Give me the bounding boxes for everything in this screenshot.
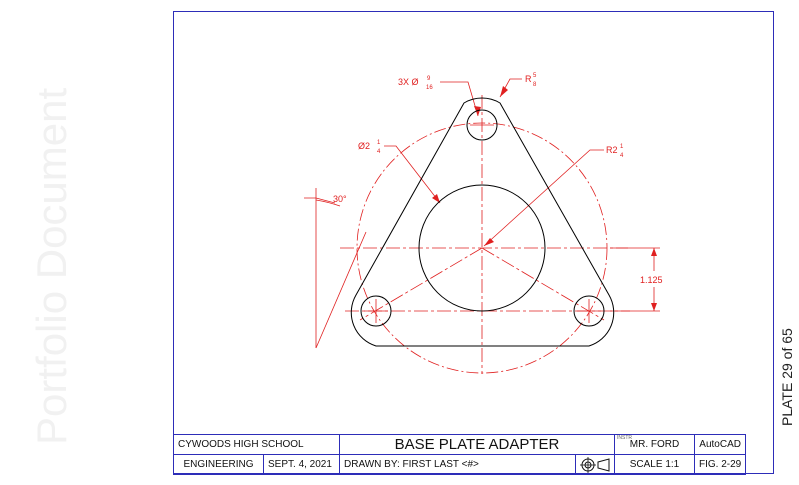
third-angle-projection-icon [580,456,610,473]
instructor-cell: INSTR MR. FORD [614,434,695,455]
angle-label: 30° [333,194,347,204]
department: ENGINEERING [173,454,264,475]
corner-radius-label: R [525,74,532,84]
holes-dim-fraction-den: 16 [426,85,433,91]
bolt-radius-label: R2 [606,145,618,155]
plate-number-text: PLATE 29 of 65 [779,328,795,426]
circle-dia-fraction-den: 4 [377,149,381,155]
watermark: Portfolio Document [28,88,75,445]
circle-dia-leader [384,145,441,204]
circle-dia-label: Ø2 [358,141,370,151]
holes-dim-label: 3X Ø [398,77,419,87]
software-name: AutoCAD [693,434,747,455]
drawing-title: BASE PLATE ADAPTER [339,434,615,455]
figure-number: FIG. 2-29 [693,454,747,475]
mount-hole-right [573,295,605,327]
drawing-date: SEPT. 4, 2021 [263,454,340,475]
drawing-scale: SCALE 1:1 [614,454,695,475]
bolt-radius-fraction-den: 4 [620,153,624,159]
plate-outline [350,97,615,347]
instructor-name: MR. FORD [629,439,680,450]
center-line-diagonal-left [359,247,483,321]
offset-label: 1.125 [640,275,663,285]
instructor-caption: INSTR [617,435,632,442]
mount-hole-left [360,295,392,327]
bolt-radius-leader [483,149,604,247]
watermark-text: Portfolio Document [28,88,75,445]
corner-radius-fraction-den: 8 [533,82,537,88]
drawn-by: DRAWN BY: FIRST LAST <#> [339,454,576,475]
holes-leader [440,81,479,117]
bolt-radius-fraction-num: 1 [620,144,624,150]
plate-number: PLATE 29 of 65 [779,328,795,426]
circle-dia-fraction-num: 1 [377,140,381,146]
center-line-diagonal-right [481,247,605,321]
projection-cell [575,454,615,475]
title-block: CYWOODS HIGH SCHOOL BASE PLATE ADAPTER I… [173,434,747,475]
mount-hole-top [466,109,498,141]
corner-radius-fraction-num: 5 [533,73,537,79]
holes-dim-fraction-num: 9 [427,76,431,82]
center-bore [418,184,546,312]
school-name: CYWOODS HIGH SCHOOL [173,434,340,455]
